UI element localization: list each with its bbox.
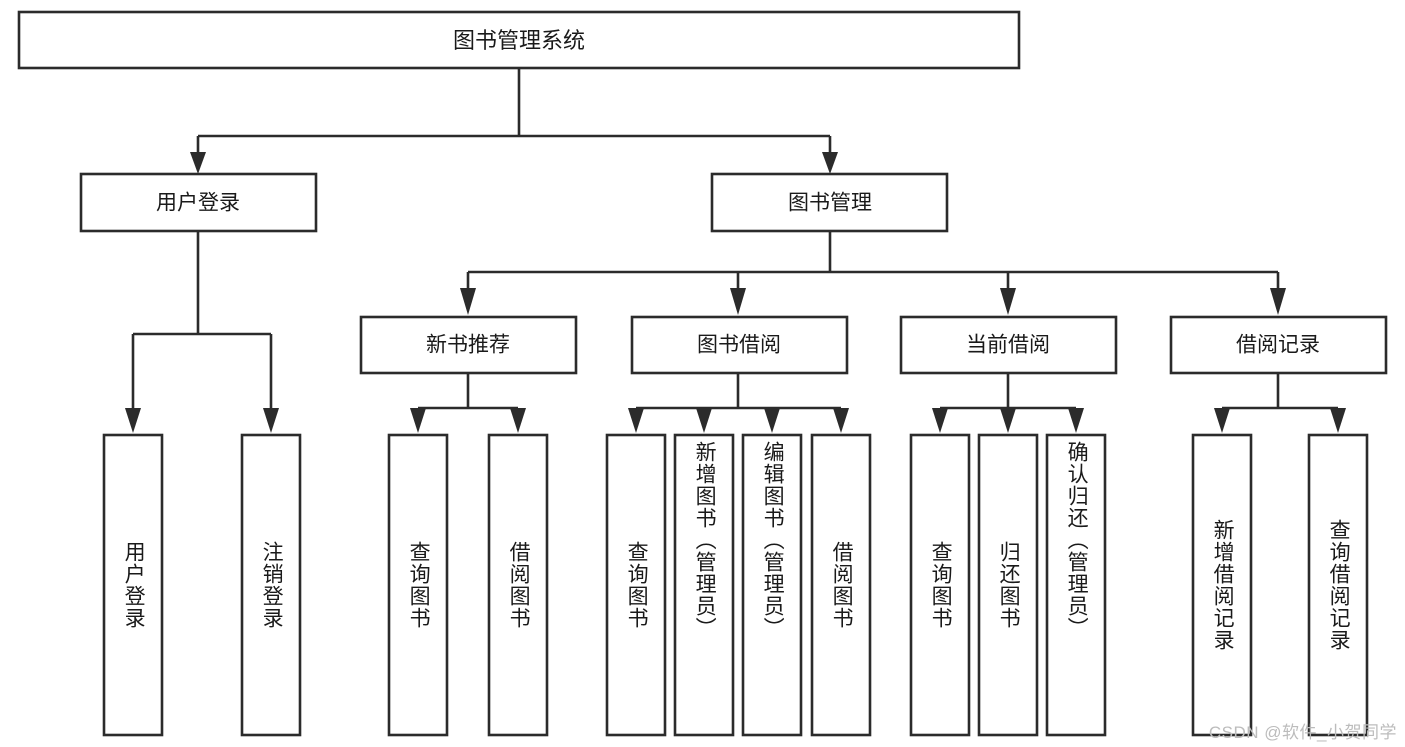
leaf-box-borrow-borrow-book[interactable] (810, 433, 872, 737)
arrow-to-records-leaf-2 (1330, 408, 1346, 433)
leaf-box-current-confirm-return[interactable] (1045, 433, 1107, 737)
arrow-to-current-borrow (1000, 288, 1016, 315)
leaf-box-records-query-record[interactable] (1307, 433, 1369, 737)
node-book-management-box[interactable] (710, 172, 949, 233)
leaf-box-current-query-book[interactable] (909, 433, 971, 737)
node-book-borrow-label: 图书借阅 (697, 334, 781, 357)
node-user-login-box[interactable] (79, 172, 318, 233)
node-root-box[interactable] (17, 10, 1021, 70)
arrow-to-leaf-logout (263, 408, 279, 433)
arrow-to-book-mgmt (822, 152, 838, 174)
leaf-box-logout[interactable] (240, 433, 302, 737)
arrow-to-borrow-leaf-4 (833, 408, 849, 433)
arrow-to-recommend-leaf-1 (410, 408, 426, 433)
leaf-box-user-login[interactable] (102, 433, 164, 737)
node-new-book-recommend-box[interactable] (359, 315, 578, 375)
arrow-to-current-leaf-1 (932, 408, 948, 433)
arrow-to-borrow-records (1270, 288, 1286, 315)
leaf-box-borrow-add-book[interactable] (673, 433, 735, 737)
leaf-box-group (102, 433, 1369, 737)
watermark-text: CSDN @软件_小贺同学 (1208, 723, 1397, 742)
node-book-management[interactable]: 图书管理 (710, 172, 949, 233)
node-borrow-records-label: 借阅记录 (1236, 334, 1320, 357)
node-borrow-records-box[interactable] (1169, 315, 1388, 375)
node-new-book-recommend[interactable]: 新书推荐 (359, 315, 578, 375)
node-book-borrow[interactable]: 图书借阅 (630, 315, 849, 375)
arrow-to-user-login (190, 152, 206, 174)
node-new-book-recommend-label: 新书推荐 (426, 334, 510, 357)
leaf-box-current-return-book[interactable] (977, 433, 1039, 737)
leaf-box-recommend-borrow-book[interactable] (487, 433, 549, 737)
node-current-borrow-label: 当前借阅 (966, 334, 1050, 357)
arrow-to-records-leaf-1 (1214, 408, 1230, 433)
arrow-to-borrow-leaf-2 (696, 408, 712, 433)
leaf-box-borrow-edit-book[interactable] (741, 433, 803, 737)
leaf-box-borrow-query-book[interactable] (605, 433, 667, 737)
leaf-box-recommend-query-book[interactable] (387, 433, 449, 737)
leaf-box-records-add-record[interactable] (1191, 433, 1253, 737)
arrow-to-current-leaf-2 (1000, 408, 1016, 433)
arrow-to-borrow-leaf-3 (764, 408, 780, 433)
node-user-login-label: 用户登录 (156, 192, 240, 215)
node-user-login[interactable]: 用户登录 (79, 172, 318, 233)
node-root-label: 图书管理系统 (453, 28, 585, 53)
arrow-to-new-book-recommend (460, 288, 476, 315)
node-root[interactable]: 图书管理系统 (17, 10, 1021, 70)
arrow-to-current-leaf-3 (1068, 408, 1084, 433)
node-current-borrow-box[interactable] (899, 315, 1118, 375)
arrow-to-recommend-leaf-2 (510, 408, 526, 433)
node-book-borrow-box[interactable] (630, 315, 849, 375)
arrow-to-leaf-user-login (125, 408, 141, 433)
node-current-borrow[interactable]: 当前借阅 (899, 315, 1118, 375)
node-book-management-label: 图书管理 (788, 192, 872, 215)
connector-layer (125, 68, 1346, 433)
arrow-to-borrow-leaf-1 (628, 408, 644, 433)
node-borrow-records[interactable]: 借阅记录 (1169, 315, 1388, 375)
arrow-to-book-borrow (730, 288, 746, 315)
